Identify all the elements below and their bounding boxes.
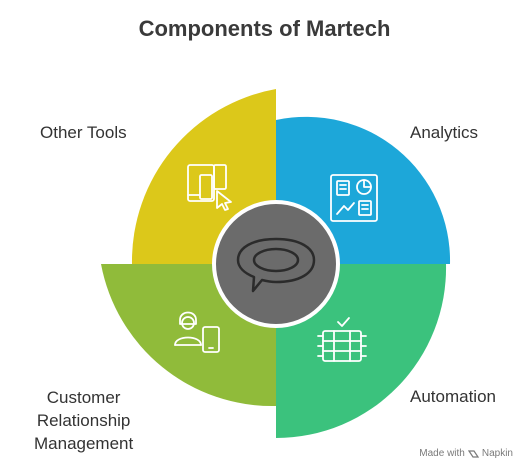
napkin-brand-text: Napkin (481, 448, 513, 459)
user-tablet-icon (174, 311, 220, 353)
label-crm-line-2: Relationship (36, 411, 131, 430)
devices-cursor-icon (187, 164, 232, 211)
center-circle (212, 200, 340, 328)
label-crm-line-1: Customer (46, 388, 121, 407)
label-automation: Automation (410, 387, 496, 406)
napkin-logo-icon (467, 449, 479, 458)
label-other-tools: Other Tools (40, 123, 127, 142)
label-crm: Customer Relationship Management (34, 386, 133, 455)
made-with-credit[interactable]: Made with Napkin (419, 448, 513, 459)
diagram-title: Components of Martech (138, 16, 391, 41)
server-check-icon (317, 317, 367, 362)
label-analytics: Analytics (410, 123, 479, 142)
made-with-text: Made with (419, 448, 465, 459)
label-crm-line-3: Management (34, 434, 134, 453)
speech-bubble-icon (236, 237, 316, 293)
dashboard-icon (330, 174, 378, 222)
